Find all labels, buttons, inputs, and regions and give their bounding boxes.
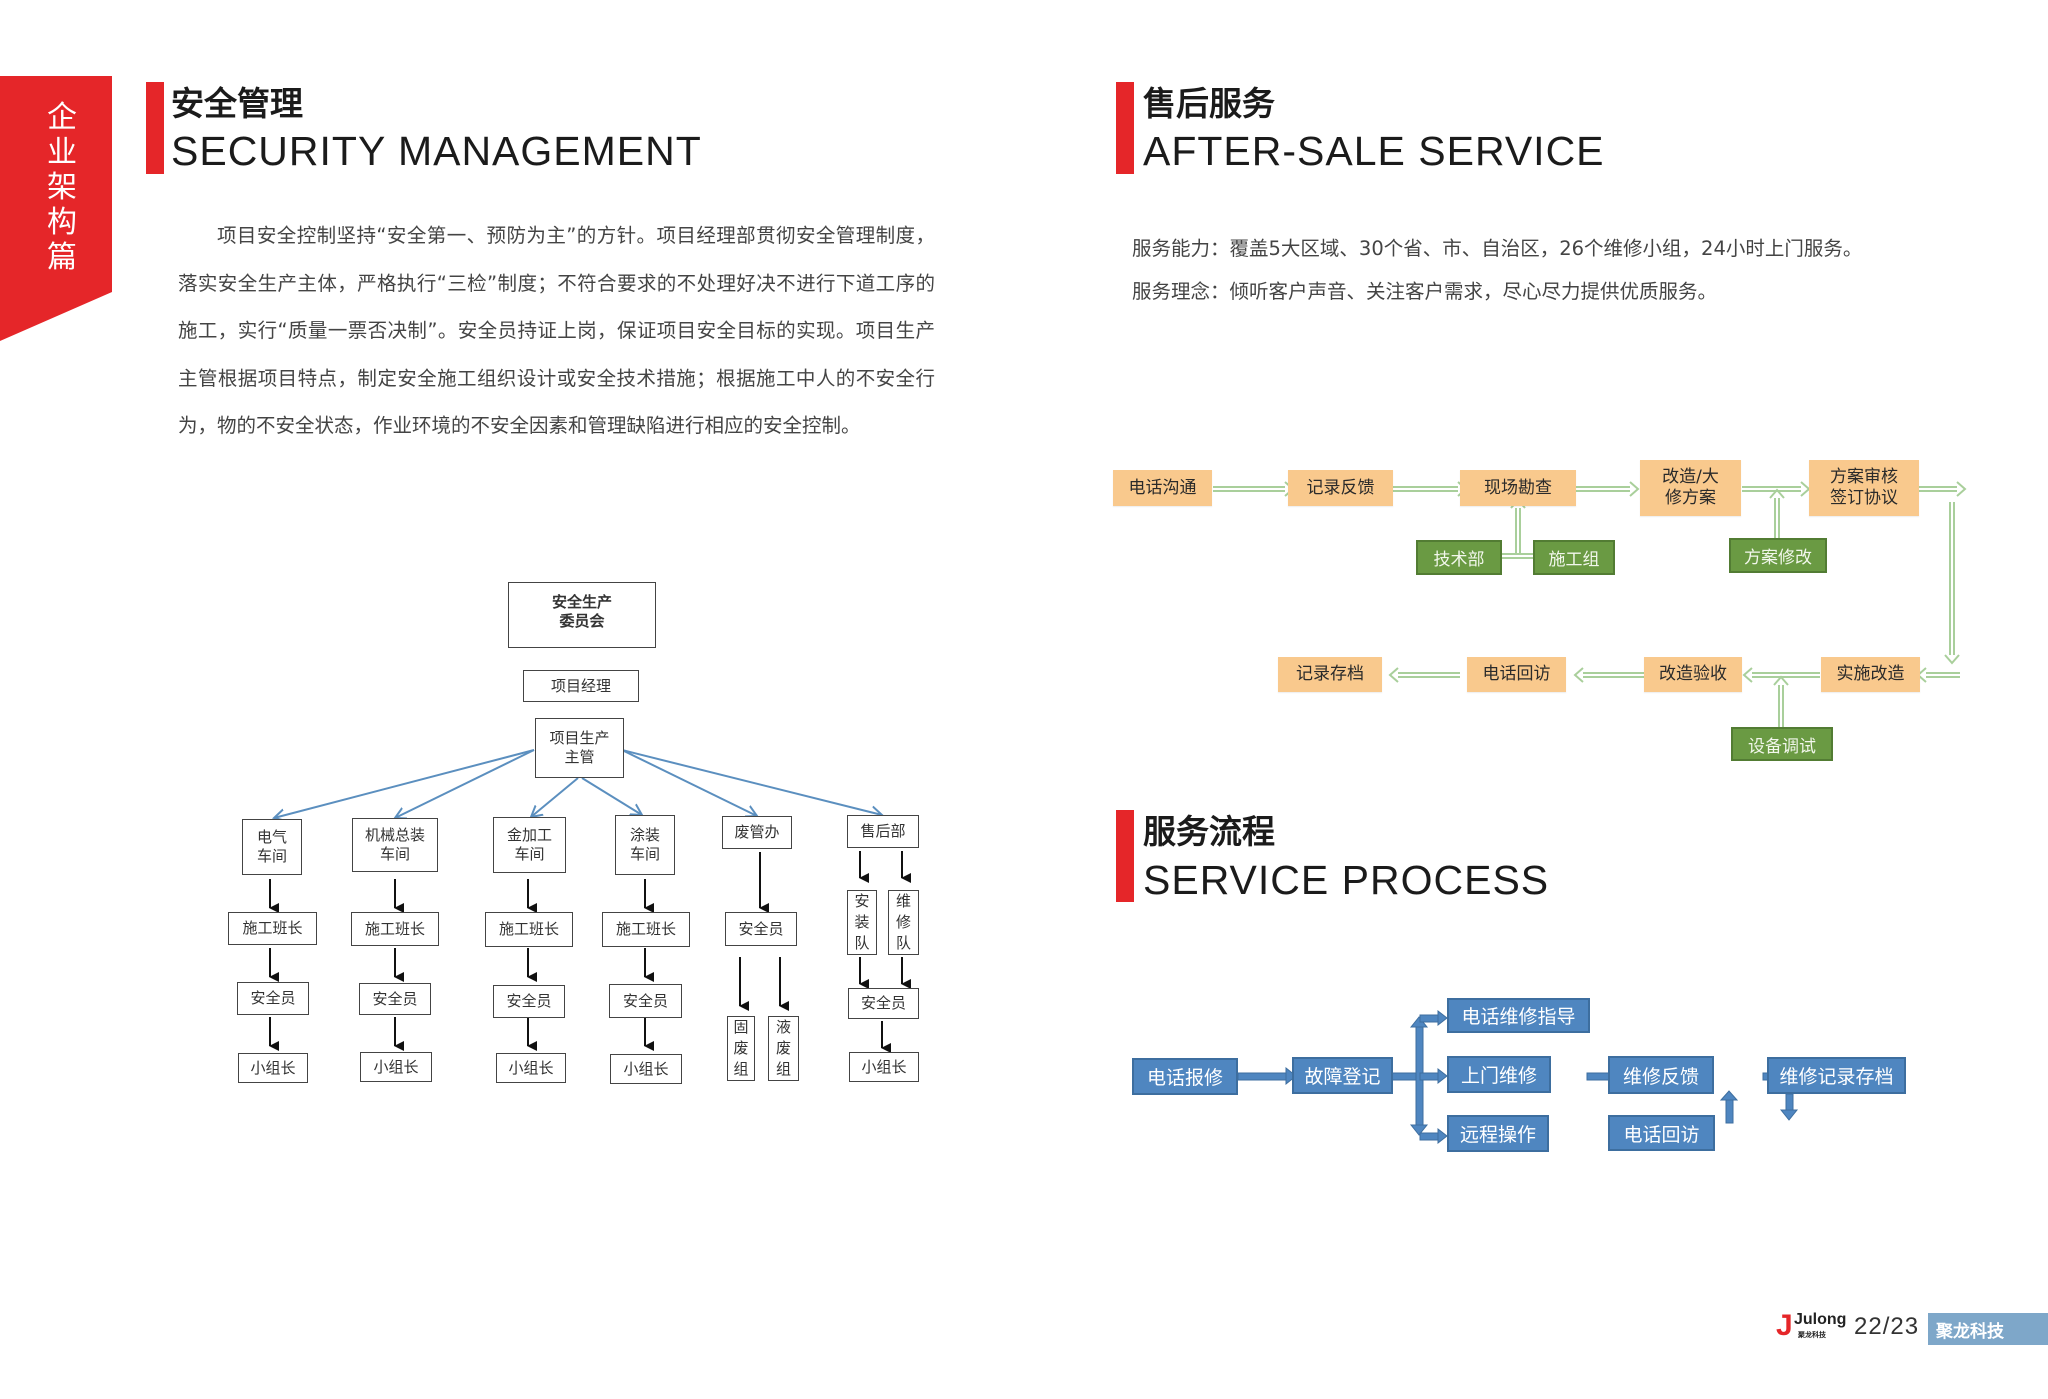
org-chart-lines — [269, 749, 911, 1053]
service-philosophy: 服务理念：倾听客户声音、关注客户需求，尽心尽力提供优质服务。 — [1132, 280, 1718, 303]
process-repair-feedback: 维修反馈 — [1608, 1056, 1714, 1094]
flow-step-implement: 实施改造 — [1821, 657, 1920, 692]
org-project-manager: 项目经理 — [523, 670, 639, 702]
org-team-leader: 施工班长 — [602, 912, 690, 947]
logo-j-mark: J — [1776, 1309, 1793, 1342]
org-group-leader: 小组长 — [849, 1052, 919, 1082]
org-liquid-waste-group: 液 废 组 — [768, 1016, 799, 1081]
side-banner-shape — [0, 76, 112, 341]
org-dept-mechanical: 机械总装 车间 — [352, 818, 438, 872]
logo-text: Julong — [1794, 1311, 1847, 1328]
julong-logo: J Julong 聚龙科技 — [1776, 1309, 1847, 1343]
org-team-leader: 施工班长 — [485, 912, 573, 947]
flow-step-plan-review: 方案审核 签订协议 — [1809, 460, 1919, 516]
org-dept-electrical: 电气 车间 — [242, 819, 302, 875]
org-repair-team: 维 修 队 — [888, 890, 919, 955]
flow-step-retrofit-plan: 改造/大 修方案 — [1640, 460, 1741, 516]
org-dept-waste-office: 废管办 — [722, 816, 792, 849]
org-group-leader: 小组长 — [610, 1054, 682, 1084]
process-repair-archive: 维修记录存档 — [1767, 1057, 1906, 1094]
org-link-aftersale — [621, 749, 882, 815]
org-team-leader: 施工班长 — [228, 912, 317, 945]
org-dept-aftersale: 售后部 — [847, 815, 919, 848]
org-production-supervisor: 项目生产 主管 — [535, 718, 624, 778]
org-link-electrical — [274, 749, 535, 818]
service-process-title-cn: 服务流程 — [1143, 812, 1275, 851]
org-safety-officer: 安全员 — [493, 985, 565, 1018]
side-banner-label: 企业架构篇 — [47, 100, 77, 275]
flow-step-site-survey: 现场勘查 — [1460, 470, 1576, 506]
process-phone-report: 电话报修 — [1132, 1058, 1238, 1095]
org-link-coating — [581, 777, 642, 815]
service-capability: 服务能力：覆盖5大区域、30个省、市、自治区，26个维修小组，24小时上门服务。 — [1132, 237, 1863, 260]
org-group-leader: 小组长 — [238, 1053, 308, 1083]
logo-subtext: 聚龙科技 — [1798, 1331, 1826, 1339]
org-solid-waste-group: 固 废 组 — [727, 1016, 755, 1081]
service-process-title-en: SERVICE PROCESS — [1143, 857, 1550, 903]
flow-support-equipment-debug: 设备调试 — [1731, 727, 1833, 761]
org-dept-coating: 涂装 车间 — [615, 815, 675, 875]
section-marker — [146, 82, 164, 174]
org-group-leader: 小组长 — [360, 1052, 432, 1082]
page-number: 22/23 — [1854, 1313, 1920, 1340]
flow-step-phone-communication: 电话沟通 — [1113, 470, 1212, 506]
org-safety-officer: 安全员 — [609, 984, 682, 1018]
side-banner — [0, 76, 112, 341]
org-safety-officer: 安全员 — [359, 983, 431, 1015]
flow-support-construction-team: 施工组 — [1533, 540, 1615, 575]
security-paragraph-text: 项目安全控制坚持“安全第一、预防为主”的方针。项目经理部贯彻安全管理制度，落实安… — [178, 224, 935, 437]
flow-step-record-archive: 记录存档 — [1278, 657, 1382, 692]
org-install-team: 安 装 队 — [847, 890, 877, 955]
org-link-metal — [531, 777, 579, 817]
org-link-mechanical — [395, 749, 535, 818]
flow-step-acceptance: 改造验收 — [1644, 657, 1742, 692]
org-safety-officer: 安全员 — [725, 912, 797, 946]
flow-support-plan-revision: 方案修改 — [1729, 538, 1827, 573]
org-dept-metal-processing: 金加工 车间 — [493, 817, 566, 873]
org-team-leader: 施工班长 — [351, 912, 439, 946]
flow-arrow — [1213, 486, 1285, 492]
flow-step-record-feedback: 记录反馈 — [1288, 470, 1393, 506]
security-title-en: SECURITY MANAGEMENT — [171, 128, 702, 174]
flow-step-phone-callback: 电话回访 — [1467, 657, 1566, 692]
security-paragraph: 项目安全控制坚持“安全第一、预防为主”的方针。项目经理部贯彻安全管理制度，落实安… — [178, 212, 935, 450]
process-onsite-repair: 上门维修 — [1447, 1056, 1551, 1093]
footer-brand-label: 聚龙科技 — [1928, 1313, 2048, 1345]
security-title-cn: 安全管理 — [171, 84, 303, 123]
org-safety-officer: 安全员 — [848, 988, 919, 1019]
org-safety-officer: 安全员 — [237, 982, 309, 1015]
process-phone-callback: 电话回访 — [1608, 1115, 1715, 1151]
process-fault-register: 故障登记 — [1292, 1057, 1393, 1094]
section-marker — [1116, 810, 1134, 902]
section-marker — [1116, 82, 1134, 174]
aftersale-title-en: AFTER-SALE SERVICE — [1143, 128, 1605, 174]
process-remote-operation: 远程操作 — [1447, 1115, 1549, 1152]
flow-support-tech-dept: 技术部 — [1416, 540, 1502, 575]
org-link-waste — [621, 749, 757, 816]
aftersale-title-cn: 售后服务 — [1143, 84, 1275, 123]
aftersale-flow-arrows — [1213, 481, 1967, 727]
process-phone-guidance: 电话维修指导 — [1447, 998, 1590, 1033]
org-group-leader: 小组长 — [496, 1053, 566, 1083]
org-safety-committee: 安全生产 委员会 — [508, 582, 656, 648]
